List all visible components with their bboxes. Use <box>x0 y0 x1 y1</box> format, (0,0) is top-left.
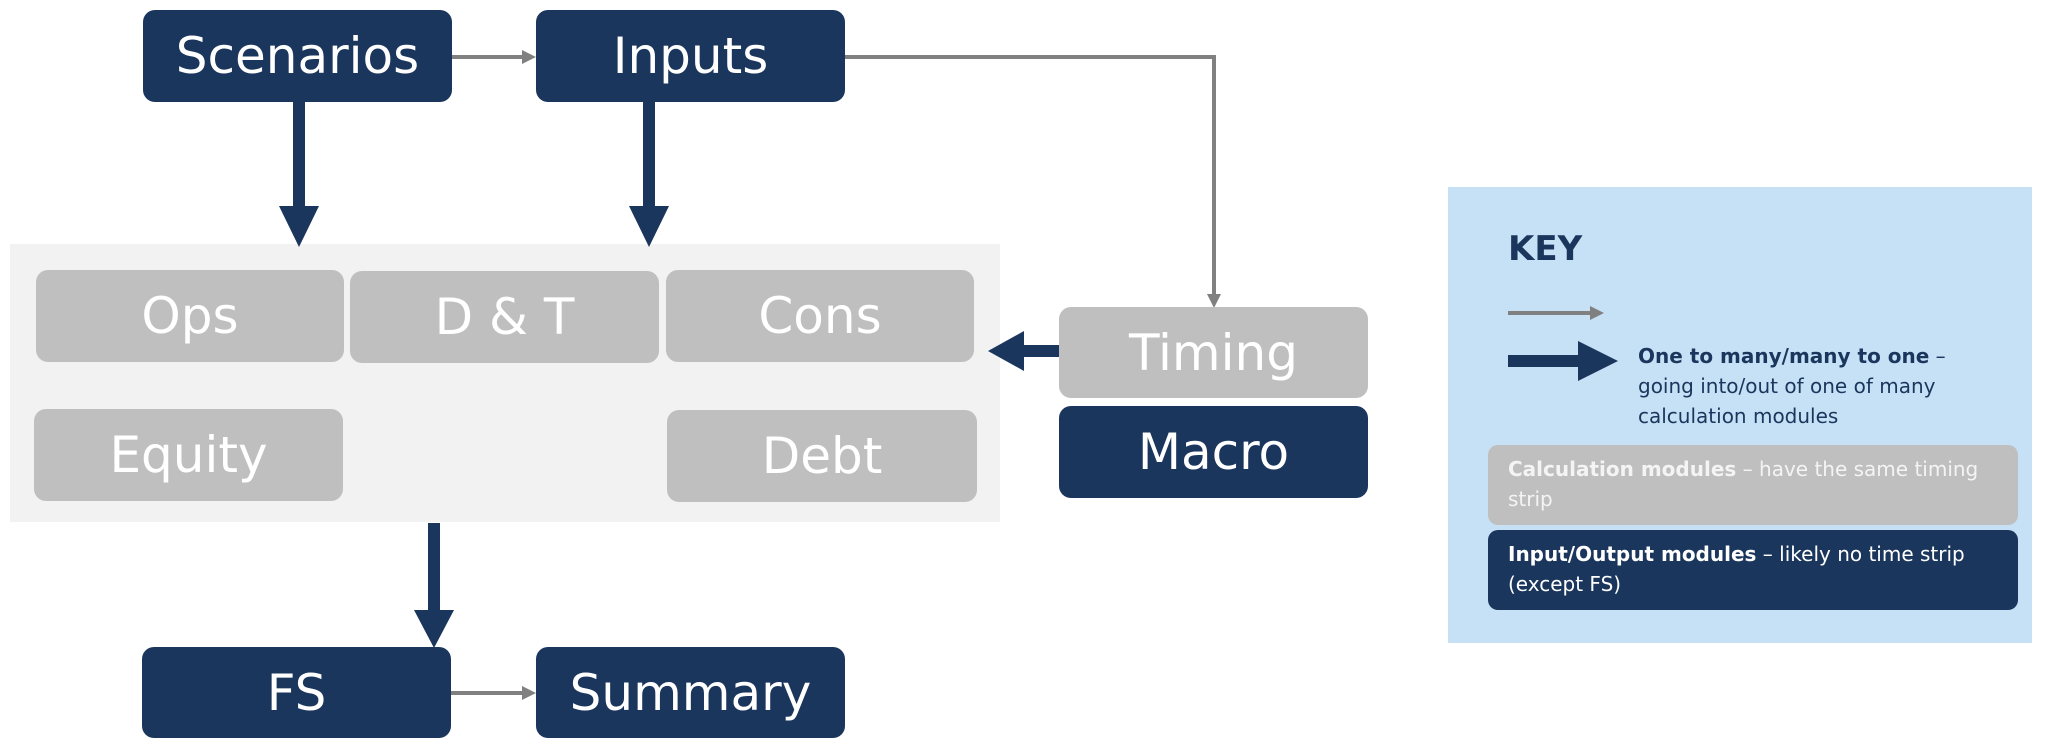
timing-node: Timing <box>1059 307 1368 398</box>
macro-node: Macro <box>1059 406 1368 498</box>
fs-node: FS <box>142 647 451 738</box>
legend-thick-arrow <box>1508 341 1618 381</box>
legend-many-desc: – going into/out of one of many calculat… <box>1638 344 1946 428</box>
inputs-node: Inputs <box>536 10 845 102</box>
legend-calc-desc: – have the same timing strip <box>1508 457 1979 511</box>
cons-node: Cons <box>666 270 974 362</box>
inputs-to-modules-arrow <box>629 100 669 247</box>
ops-node: Ops <box>36 270 344 362</box>
legend-many-bold: One to many/many to one <box>1638 344 1930 368</box>
scenarios-to-modules-arrow <box>279 100 319 247</box>
equity-node: Equity <box>34 409 343 501</box>
legend-many-text: One to many/many to one – going into/out… <box>1638 341 1998 431</box>
dt-node: D & T <box>350 271 659 363</box>
inputs-to-timing-arrow <box>845 55 1221 308</box>
legend-thin-arrow <box>1508 306 1604 320</box>
legend-calc-box: Calculation modules – have the same timi… <box>1488 445 2018 525</box>
key-title: KEY <box>1508 229 1583 269</box>
modules-to-fs-arrow <box>414 523 454 648</box>
debt-node: Debt <box>667 410 977 502</box>
scenarios-node: Scenarios <box>143 10 452 102</box>
timing-to-modules-arrow <box>988 331 1059 371</box>
legend-calc-bold: Calculation modules <box>1508 457 1737 481</box>
fs-to-summary-arrow <box>451 686 536 700</box>
scenarios-to-inputs-arrow <box>452 50 536 64</box>
legend-io-box: Input/Output modules – likely no time st… <box>1488 530 2018 610</box>
key-legend: KEY One to many/many to one – going into… <box>1448 187 2032 643</box>
legend-io-bold: Input/Output modules <box>1508 542 1757 566</box>
summary-node: Summary <box>536 647 845 738</box>
legend-io-desc: – likely no time strip (except FS) <box>1508 542 1965 596</box>
